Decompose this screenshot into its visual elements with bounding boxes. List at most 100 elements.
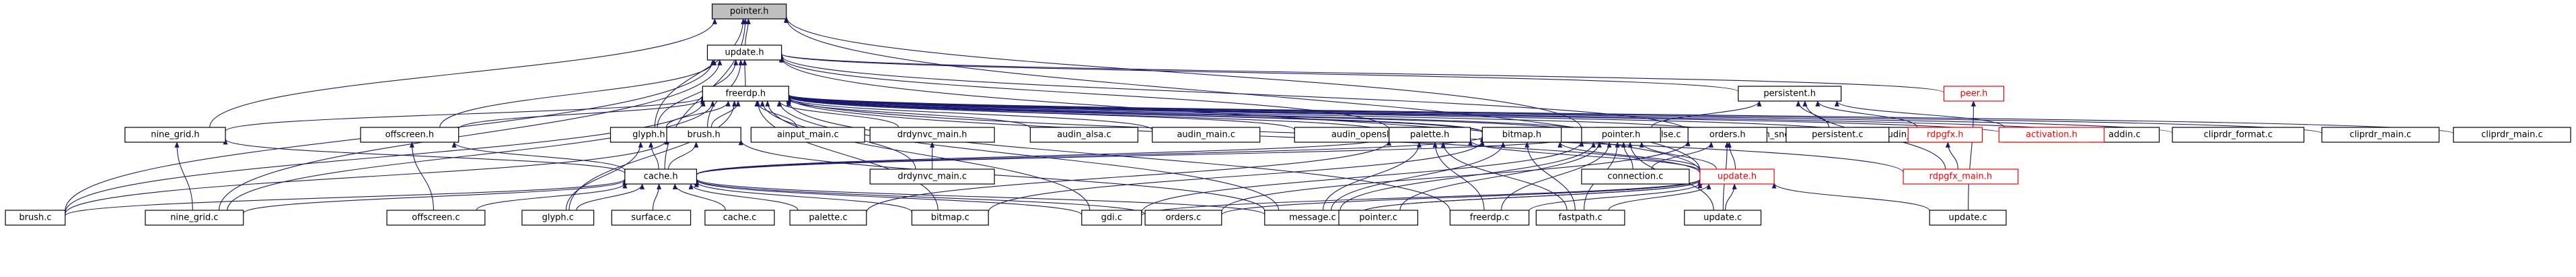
node-addin-c[interactable]: addin.c xyxy=(2089,127,2160,143)
edge-message_c-to-update_h_mid xyxy=(1360,179,1703,214)
edge-palette_c-to-palette_h xyxy=(866,140,1392,213)
node-audin-alsa-c[interactable]: audin_alsa.c xyxy=(1029,127,1139,143)
edge-cache_h-to-offscreen_h xyxy=(451,142,626,171)
edge-rdpgfx_h-to-persistent_h xyxy=(1815,100,1918,128)
node-offscreen-h[interactable]: offscreen.h xyxy=(360,127,459,143)
node-palette-h[interactable]: palette.h xyxy=(1389,127,1471,143)
node-bitmap-h[interactable]: bitmap.h xyxy=(1481,127,1562,143)
node-box xyxy=(1449,210,1530,226)
node-label: drdynvc_main.c xyxy=(897,172,967,182)
node-glyph-c[interactable]: glyph.c xyxy=(521,210,595,226)
node-gdi-c[interactable]: gdi.c xyxy=(1081,210,1142,226)
node-box xyxy=(911,210,989,226)
node-peer-h[interactable]: peer.h xyxy=(1943,86,2005,102)
edge-cache_h-to-bitmap_h xyxy=(696,135,1485,175)
node-brush-h[interactable]: brush.h xyxy=(666,127,741,143)
node-label: message.c xyxy=(1289,213,1336,223)
node-bitmap-c[interactable]: bitmap.c xyxy=(911,210,989,226)
node-update-c-right[interactable]: update.c xyxy=(1929,210,2007,226)
edge-connection_c-to-pointer_h_mid xyxy=(1621,142,1633,170)
node-fastpath-c[interactable]: fastpath.c xyxy=(1535,210,1625,226)
node-palette-c[interactable]: palette.c xyxy=(789,210,867,226)
node-update-h-top[interactable]: update.h xyxy=(706,44,782,61)
node-label: orders.h xyxy=(1709,130,1746,140)
node-box xyxy=(711,3,787,20)
node-box xyxy=(1998,127,2105,143)
edge-nine_grid_h-to-pointer_h_root xyxy=(209,18,717,128)
node-cliprdr-main-c-2[interactable]: cliprdr_main.c xyxy=(2453,127,2571,143)
node-update-c-mid[interactable]: update.c xyxy=(1684,210,1762,226)
edge-message_c-to-bitmap_h xyxy=(1331,142,1506,211)
node-label: brush.h xyxy=(688,130,721,140)
edge-palette_c-to-cache_h xyxy=(688,183,799,211)
node-box xyxy=(1684,210,1762,226)
edge-cache_c-to-cache_h xyxy=(672,183,726,211)
edge-orders_c-to-orders_h xyxy=(1221,140,1691,212)
node-box xyxy=(611,210,692,226)
edge-nine_grid_c-to-nine_grid_h xyxy=(174,142,193,211)
node-drdynvc-main-h[interactable]: drdynvc_main.h xyxy=(869,127,995,143)
node-rdpgfx-main-h[interactable]: rdpgfx_main.h xyxy=(1903,168,2019,185)
edge-gdi_c-to-pointer_h_mid xyxy=(1141,140,1584,213)
node-ainput-main-c[interactable]: ainput_main.c xyxy=(750,127,865,143)
edge-glyph_c-to-freerdp_h xyxy=(568,100,737,211)
edge-surface_c-to-cache_h xyxy=(652,183,662,211)
edge-rdpgfx_main_h-to-rdpgfx_h xyxy=(1945,142,1958,170)
node-activation-h[interactable]: activation.h xyxy=(1998,127,2105,143)
node-persistent-c[interactable]: persistent.c xyxy=(1786,127,1890,143)
node-box xyxy=(360,127,459,143)
node-box xyxy=(750,127,865,143)
node-cache-c[interactable]: cache.c xyxy=(704,210,775,226)
edge-glyph_h-to-update_h_top xyxy=(657,59,739,128)
node-orders-c[interactable]: orders.c xyxy=(1144,210,1222,226)
node-box xyxy=(1907,127,1983,143)
edge-update_c_mid-to-update_h_mid xyxy=(1724,183,1737,211)
node-persistent-h[interactable]: persistent.h xyxy=(1738,86,1842,102)
node-label: update.h xyxy=(1718,172,1757,182)
node-box xyxy=(1699,168,1775,185)
edge-glyph_c-to-glyph_h xyxy=(565,142,643,211)
node-label: audin_alsa.c xyxy=(1057,130,1111,140)
node-pointer-c[interactable]: pointer.c xyxy=(1338,210,1418,226)
node-label: update.h xyxy=(725,48,764,58)
node-audin-main-c[interactable]: audin_main.c xyxy=(1152,127,1261,143)
edge-drdynvc_main_h-to-freerdp_h xyxy=(776,100,899,128)
edge-nine_grid_c-to-update_h_top xyxy=(219,59,723,211)
node-cache-h[interactable]: cache.h xyxy=(624,168,698,185)
node-drdynvc-main-c[interactable]: drdynvc_main.c xyxy=(869,168,995,185)
node-freerdp-c[interactable]: freerdp.c xyxy=(1449,210,1530,226)
node-rdpgfx-h[interactable]: rdpgfx.h xyxy=(1907,127,1983,143)
node-nine-grid-h[interactable]: nine_grid.h xyxy=(124,127,226,143)
edge-message_c-to-brush_h xyxy=(738,139,1265,212)
node-label: fastpath.c xyxy=(1559,213,1603,223)
edge-message_c-to-cache_h xyxy=(694,178,1265,215)
edge-pointer_c-to-pointer_h_mid xyxy=(1399,142,1602,211)
node-box xyxy=(1581,168,1690,185)
node-cliprdr-format-c[interactable]: cliprdr_format.c xyxy=(2172,127,2305,143)
edge-offscreen_c-to-offscreen_h xyxy=(409,142,434,211)
node-label: palette.c xyxy=(809,213,847,223)
node-update-h-mid[interactable]: update.h xyxy=(1699,168,1775,185)
node-orders-h[interactable]: orders.h xyxy=(1687,127,1768,143)
node-freerdp-h[interactable]: freerdp.h xyxy=(702,86,789,102)
node-pointer-h-mid[interactable]: pointer.h xyxy=(1581,127,1661,143)
graph-edges xyxy=(65,16,2454,216)
edge-audin_alsa_c-to-freerdp_h xyxy=(786,98,1031,129)
node-offscreen-c[interactable]: offscreen.c xyxy=(386,210,486,226)
node-cliprdr-main-c-1[interactable]: cliprdr_main.c xyxy=(2321,127,2440,143)
node-box xyxy=(1338,210,1418,226)
node-box xyxy=(1786,127,1890,143)
node-nine-grid-c[interactable]: nine_grid.c xyxy=(145,210,244,226)
edge-offscreen_h-to-update_h_top xyxy=(439,59,717,128)
edge-cache_h-to-pointer_h_mid xyxy=(696,135,1584,176)
node-message-c[interactable]: message.c xyxy=(1264,210,1361,226)
node-pointer-h-root[interactable]: pointer.h xyxy=(711,3,787,20)
node-brush-c[interactable]: brush.c xyxy=(5,210,66,226)
edge-offscreen_h-to-freerdp_h xyxy=(458,98,705,129)
node-surface-c[interactable]: surface.c xyxy=(611,210,692,226)
node-connection-c[interactable]: connection.c xyxy=(1581,168,1690,185)
node-label: gdi.c xyxy=(1101,213,1122,223)
edge-cliprdr_main_c_2-to-freerdp_h xyxy=(786,94,2454,134)
node-label: update.c xyxy=(1949,213,1987,223)
